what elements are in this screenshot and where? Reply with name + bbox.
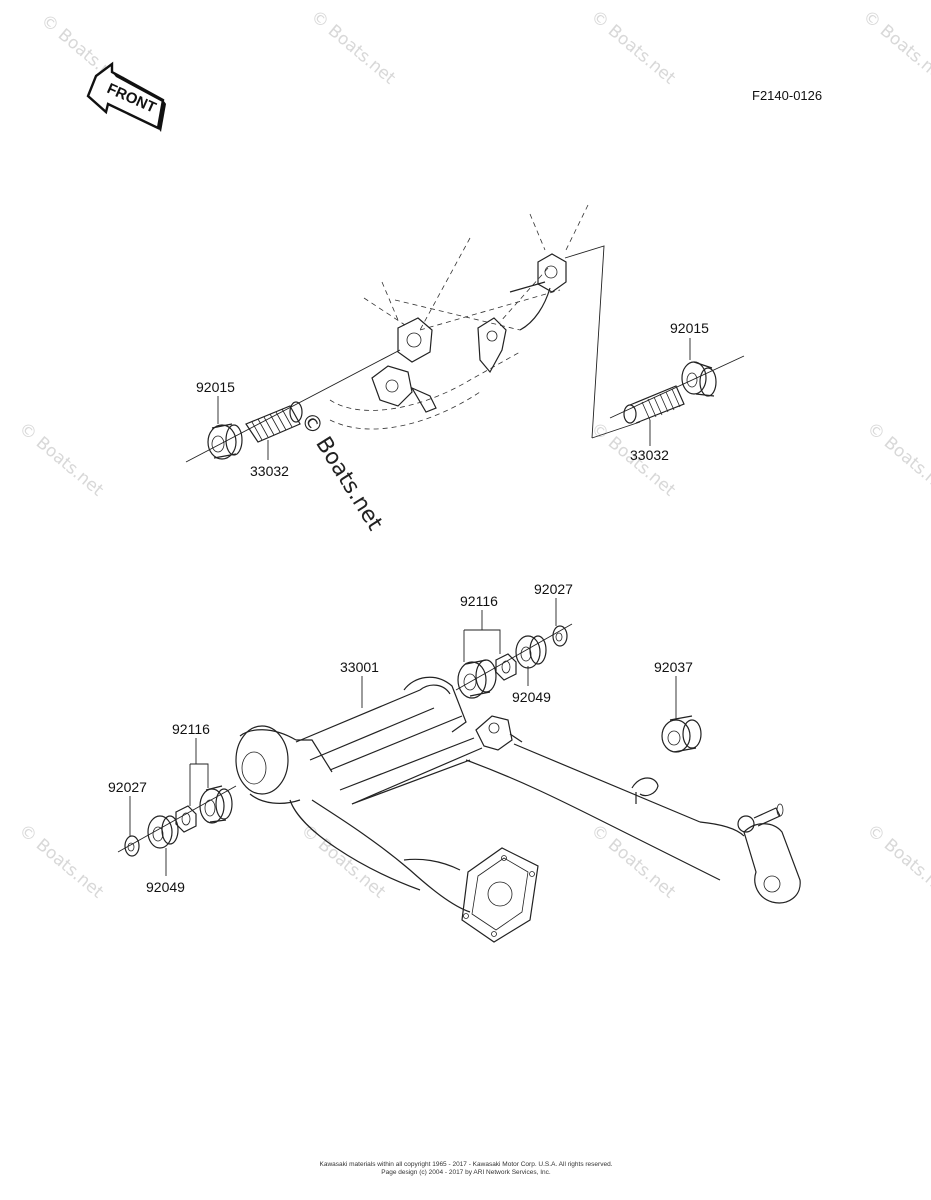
upper-right-bushing xyxy=(623,385,685,424)
watermark-layer: © Boats.net © Boats.net © Boats.net © Bo… xyxy=(15,7,931,903)
upper-left-bushing xyxy=(245,401,303,443)
copyright-line: Kawasaki materials within all copyright … xyxy=(320,1161,613,1168)
part-label-33032-upper-right: 33032 xyxy=(630,447,669,463)
watermark: © Boats.net xyxy=(859,7,931,89)
part-label-92049-right: 92049 xyxy=(512,689,551,705)
cap xyxy=(661,715,702,753)
right-washer xyxy=(552,625,568,647)
part-label-92027-right: 92027 xyxy=(534,581,573,597)
left-washer xyxy=(124,835,140,857)
right-collar xyxy=(457,659,497,699)
watermark: © Boats.net xyxy=(295,408,388,535)
right-nut xyxy=(495,653,517,681)
watermark: © Boats.net xyxy=(863,821,931,903)
page-design-line: Page design (c) 2004 - 2017 by ARI Netwo… xyxy=(381,1169,551,1176)
drawing-code: F2140-0126 xyxy=(752,88,822,103)
part-label-92116-right: 92116 xyxy=(460,593,498,609)
part-label-92037: 92037 xyxy=(654,659,693,675)
watermark: © Boats.net xyxy=(15,419,108,501)
right-sleeve xyxy=(515,635,547,669)
upper-frame-pivot xyxy=(329,204,641,439)
watermark: © Boats.net xyxy=(587,7,680,89)
left-collar xyxy=(199,785,233,824)
part-label-92049-left: 92049 xyxy=(146,879,185,895)
left-sleeve xyxy=(147,815,179,849)
left-nut xyxy=(175,805,197,833)
watermark: © Boats.net xyxy=(863,419,931,501)
watermark: © Boats.net xyxy=(587,821,680,903)
watermark: © Boats.net xyxy=(307,7,400,89)
part-label-92027-left: 92027 xyxy=(108,779,147,795)
part-label-92116-left: 92116 xyxy=(172,721,210,737)
upper-left-seal xyxy=(207,423,243,460)
front-arrow-icon: FRONT xyxy=(86,61,166,132)
upper-right-seal xyxy=(681,361,717,397)
swing-arm xyxy=(235,676,801,943)
watermark: © Boats.net xyxy=(297,821,390,903)
part-label-33001: 33001 xyxy=(340,659,379,675)
part-label-92015-upper-left: 92015 xyxy=(196,379,235,395)
watermark: © Boats.net xyxy=(15,821,108,903)
part-label-92015-upper-right: 92015 xyxy=(670,320,709,336)
part-label-33032-upper-left: 33032 xyxy=(250,463,289,479)
